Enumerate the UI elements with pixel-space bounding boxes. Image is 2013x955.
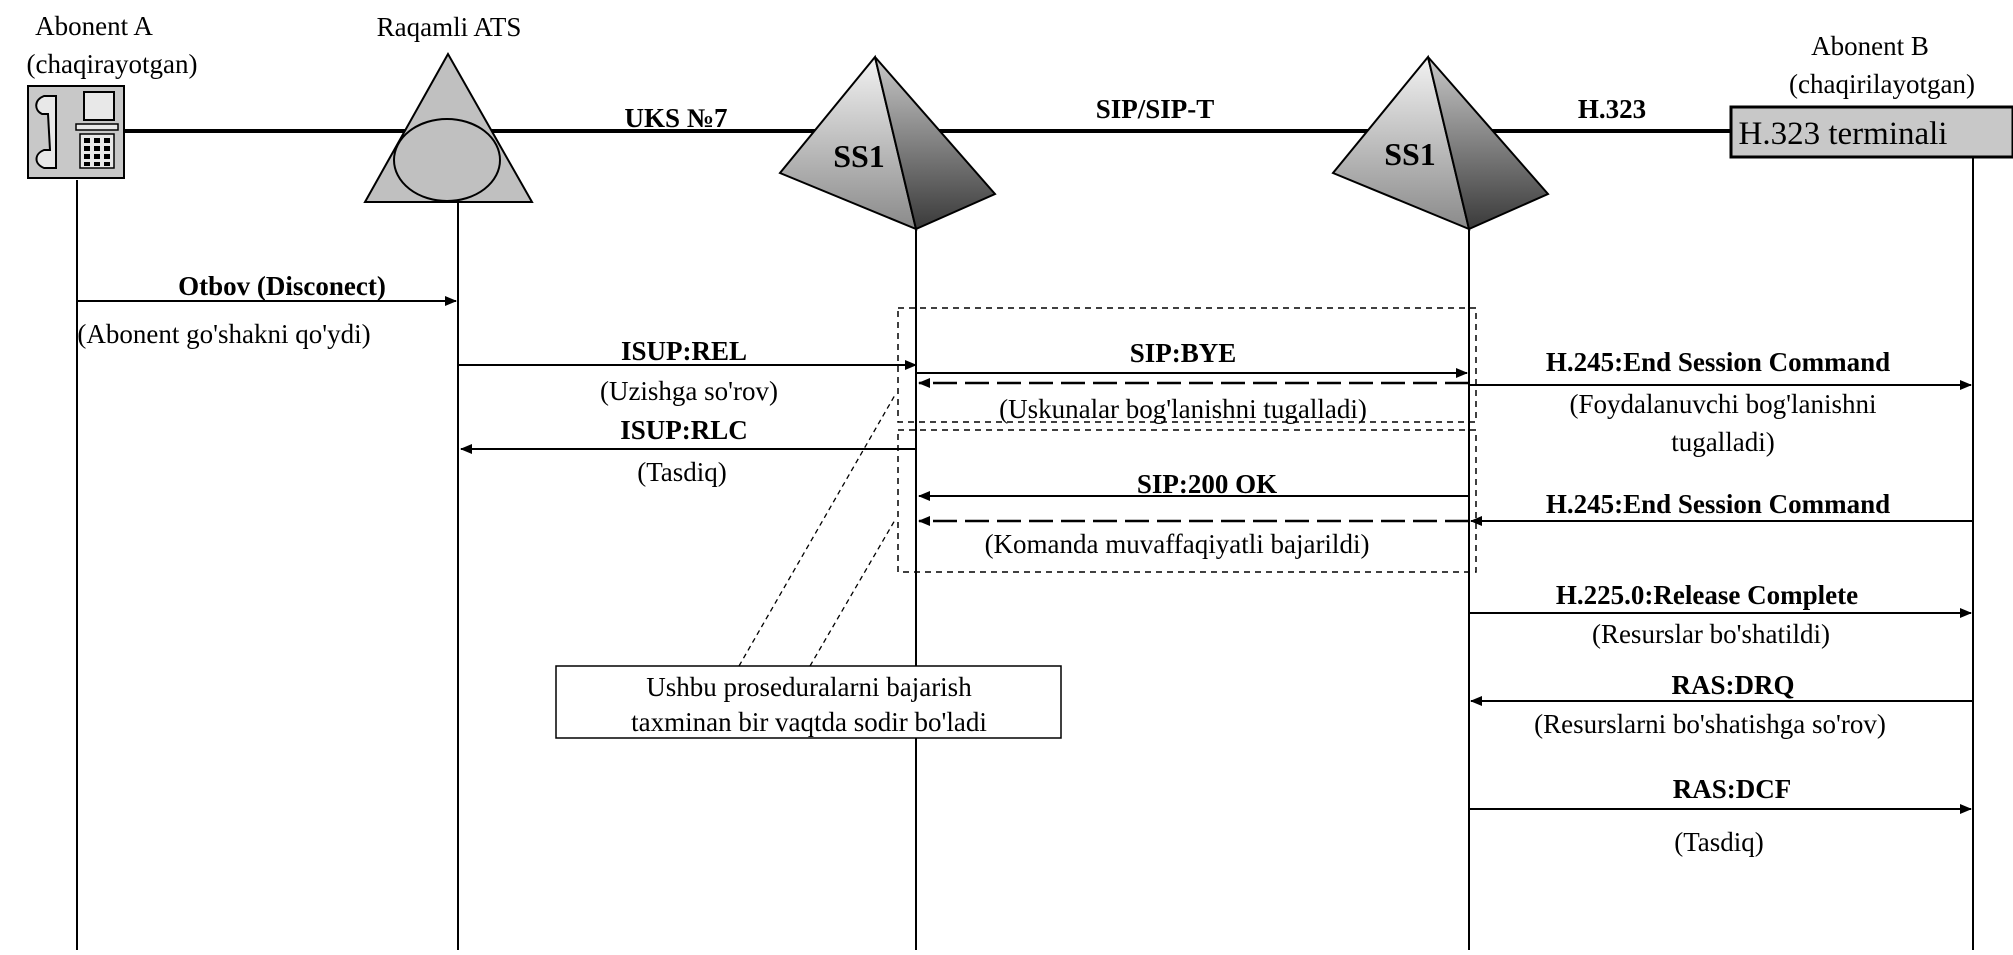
message-label: Otbov (Disconect) [178, 271, 386, 301]
message-label: SIP:200 OK [1137, 469, 1277, 499]
message-ras-drq: RAS:DRQ (Resurslarni bo'shatishga so'rov… [1470, 670, 1973, 739]
ats-triangle-icon [363, 51, 534, 203]
message-label: RAS:DRQ [1671, 670, 1794, 700]
annotation-leader [738, 394, 896, 667]
message-isup-rlc: ISUP:RLC (Tasdiq) [460, 415, 916, 487]
annotation-leader [809, 519, 896, 667]
ss1-left-label: SS1 [833, 138, 885, 174]
annotation-line1: Ushbu proseduralarni bajarish [646, 672, 972, 702]
ss1-right-label: SS1 [1384, 136, 1436, 172]
message-note: (Tasdiq) [637, 457, 727, 487]
terminal-label: H.323 terminali [1739, 116, 1948, 152]
group-box-top [897, 307, 1477, 423]
message-note: (Resurslar bo'shatildi) [1592, 619, 1830, 649]
link-sip: SIP/SIP-T [1096, 94, 1215, 124]
message-label: RAS:DCF [1673, 774, 1792, 804]
softswitch-pyramid-icon [1331, 54, 1550, 231]
message-note: (Uskunalar bog'lanishni tugalladi) [999, 394, 1367, 424]
link-uks: UKS №7 [625, 103, 728, 133]
message-otbov: Otbov (Disconect) (Abonent go'shakni qo'… [77, 271, 457, 349]
lifelines [76, 156, 1974, 950]
message-label: ISUP:RLC [620, 415, 748, 445]
message-h245-end-session-out: H.245:End Session Command (Foydalanuvchi… [1469, 347, 1972, 457]
telephone-icon [27, 85, 125, 179]
message-label: H.225.0:Release Complete [1556, 580, 1858, 610]
annotation-leaders [738, 394, 896, 667]
annotation-box: Ushbu proseduralarni bajarish taxminan b… [555, 665, 1062, 739]
message-label: ISUP:REL [621, 336, 747, 366]
message-label: H.245:End Session Command [1546, 489, 1890, 519]
message-note: (Foydalanuvchi bog'lanishni [1569, 389, 1876, 419]
message-isup-rel: ISUP:REL (Uzishga so'rov) [458, 336, 917, 406]
message-note: (Uzishga so'rov) [600, 376, 778, 406]
annotation-line2: taxminan bir vaqtda sodir bo'ladi [631, 707, 987, 737]
abonent-a-name: Abonent A [35, 11, 153, 41]
message-h225-release-complete: H.225.0:Release Complete (Resurslar bo's… [1469, 580, 1972, 649]
abonent-a-role: (chaqirayotgan) [27, 49, 198, 79]
ats-name: Raqamli ATS [377, 12, 522, 42]
message-note: (Abonent go'shakni qo'ydi) [77, 319, 370, 349]
softswitch-pyramid-icon [778, 54, 997, 231]
message-note: (Resurslarni bo'shatishga so'rov) [1534, 709, 1886, 739]
abonent-b-name: Abonent B [1811, 31, 1929, 61]
group-box-bottom [897, 429, 1477, 573]
simultaneous-group [897, 307, 1477, 573]
message-label: SIP:BYE [1130, 338, 1237, 368]
abonent-b-role: (chaqirilayotgan) [1789, 69, 1975, 99]
message-note: tugalladi) [1671, 427, 1774, 457]
message-note: (Tasdiq) [1674, 827, 1764, 857]
message-ras-dcf: RAS:DCF (Tasdiq) [1469, 774, 1972, 857]
message-sip-200-ok: SIP:200 OK (Komanda muvaffaqiyatli bajar… [918, 469, 1469, 559]
message-note: (Komanda muvaffaqiyatli bajarildi) [985, 529, 1370, 559]
message-h245-end-session-in: H.245:End Session Command [1470, 489, 1973, 526]
message-label: H.245:End Session Command [1546, 347, 1890, 377]
terminal-icon [1729, 105, 2013, 159]
link-h323: H.323 [1578, 94, 1646, 124]
message-sip-bye: SIP:BYE (Uskunalar bog'lanishni tugallad… [916, 338, 1469, 424]
